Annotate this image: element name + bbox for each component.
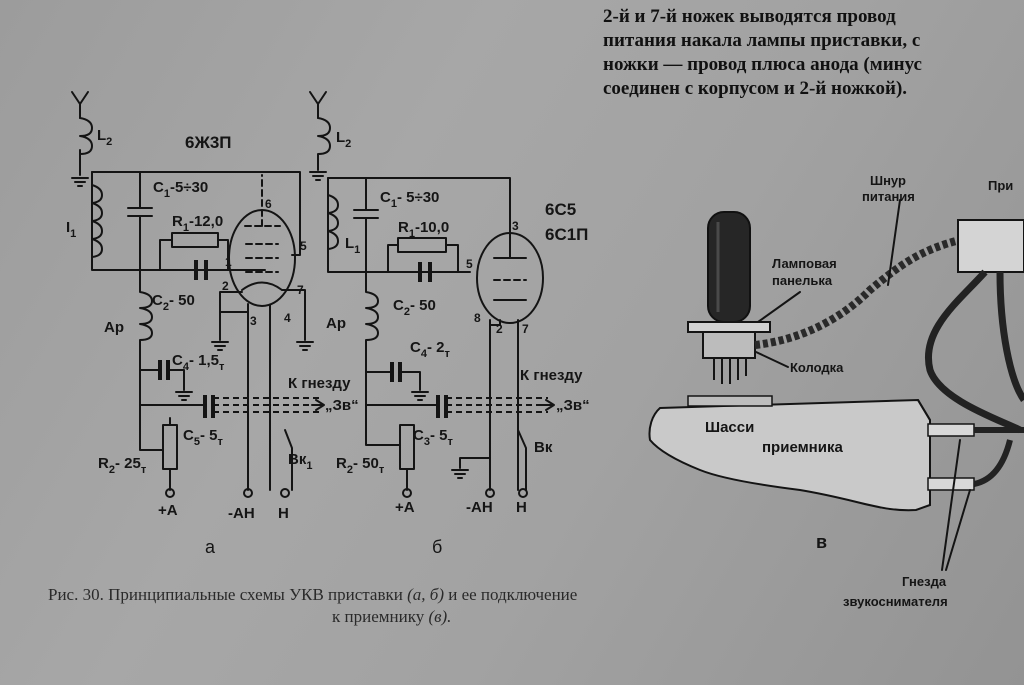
c4-label-a: C4- 1,5т [172,352,225,373]
resistor-r1-a [171,232,219,248]
chassis-label: Шасси [705,419,754,436]
assembly-v-label: в [816,532,827,552]
terminal-minus-ah-a [243,488,253,498]
r2-label-a: R2- 25т [98,455,147,476]
pri-label: При [988,178,1013,193]
ap-label-a: Ap [104,319,124,336]
h-label-b: H [516,499,527,516]
pin-5-b: 5 [466,257,473,271]
c1-label-a: C1-5÷30 [153,179,208,200]
l2-label-b: L2 [336,129,351,150]
pin-8-b: 8 [474,311,481,325]
tube-label-a: 6Ж3П [185,133,232,152]
jack-label-b: К гнезду [520,367,583,384]
coil-l1-b [327,194,339,250]
terminal-plus-a-b [402,488,412,498]
choke-ap-b [365,271,401,446]
resistor-r2-b [399,424,415,470]
terminal-h-b [518,488,528,498]
cord-label-2: питания [862,189,915,204]
assembly-v: Шасси приемника Шнур питания При Лампова… [648,173,1024,609]
socket-label-2: панелька [772,273,833,288]
c3-label-b: C3- 5т [413,427,453,448]
r1-label-a: R1-12,0 [172,213,223,234]
tube-envelope-b [476,232,544,324]
caption-line-2: к приемнику (в). [332,607,451,626]
chassis-body [648,398,931,512]
vk-label-a: Вк1 [288,451,312,472]
c2-label-a: C2- 50 [152,292,195,313]
minus-ah-label-a: -AH [228,505,255,522]
resistor-r1-b [397,237,447,253]
jack-label-a: К гнезду [288,375,351,392]
schematic-b-label: б [432,537,442,557]
vk-label-b: Вк [534,439,553,456]
c5-label-a: C5- 5т [183,427,223,448]
caption-line-1: Рис. 30. Принципиальные схемы УКВ приста… [48,585,577,604]
pin-2-a: 2 [222,279,229,293]
terminal-minus-ah-b [485,488,495,498]
pin-7-b: 7 [522,322,529,336]
ground-l2-a [71,177,89,187]
r1-label-b: R1-10,0 [398,219,449,240]
figure-caption: Рис. 30. Принципиальные схемы УКВ приста… [48,585,577,626]
zv-label-a: „Зв“ [325,397,359,414]
resistor-r2-a [162,424,178,470]
zv-label-b: „Зв“ [556,397,590,414]
pin-1-a: 1 [225,255,232,269]
lamp-bulb [707,211,751,323]
tube2-label-b: 6С1П [545,225,588,244]
c1-label-b: C1- 5÷30 [380,189,439,210]
jacks-label-2: звукоснимателя [843,594,948,609]
minus-ah-label-b: -AH [466,499,493,516]
pin-3-a: 3 [250,314,257,328]
ap-label-b: Ap [326,315,346,332]
top-text-line-3: ножки — провод плюса анода (минус [603,54,922,75]
c2-label-b: C2- 50 [393,297,436,318]
terminal-h-a [280,488,290,498]
schematic-b: L2 L1 C1- 5÷30 R1-10,0 C2- 50 6С5 6С1П 3… [309,91,590,557]
pin-5-a: 5 [300,239,307,253]
coil-l2-a [79,117,93,161]
l1-label-a: I1 [66,219,76,240]
power-cord [754,236,961,349]
top-paragraph: 2-й и 7-й ножек выводятся провод питания… [603,6,922,99]
plus-a-label-a: +A [158,502,178,519]
socket-block [702,331,756,359]
terminal-plus-a-a [165,488,175,498]
h-label-a: H [278,505,289,522]
pin-2-b: 2 [496,322,503,336]
chassis-label-2: приемника [762,439,843,456]
pin-4-a: 4 [284,311,291,325]
plus-a-label-b: +A [395,499,415,516]
pin-6-a: 6 [265,197,272,211]
l1-label-b: L1 [345,235,360,256]
lamp-socket [687,321,771,333]
l2-label-a: L2 [97,127,112,148]
socket-label: Ламповая [772,256,837,271]
c4-label-b: C4- 2т [410,339,450,360]
pin-3-b: 3 [512,219,519,233]
coil-l1-a [91,184,103,258]
power-box [957,219,1024,273]
tube1-label-b: 6С5 [545,200,576,219]
top-text-line-4: соединен с корпусом и 2-й ножкой). [603,78,907,99]
schematic-a: L2 6Ж3П I1 C1-5÷30 R1-12,0 C2- 50 6 5 1 … [66,91,359,557]
coil-l2-b [317,117,331,171]
top-text-line-2: питания накала лампы приставки, с [603,30,920,51]
top-text-line-1: 2-й и 7-й ножек выводятся провод [603,6,896,27]
r2-label-b: R2- 50т [336,455,385,476]
block-label: Колодка [790,360,844,375]
antenna-b [309,91,327,119]
antenna-a [71,91,89,119]
cord-label: Шнур [870,173,906,188]
schematic-a-label: а [205,537,216,557]
jacks-label: Гнезда [902,574,947,589]
choke-ap-a [139,269,164,451]
